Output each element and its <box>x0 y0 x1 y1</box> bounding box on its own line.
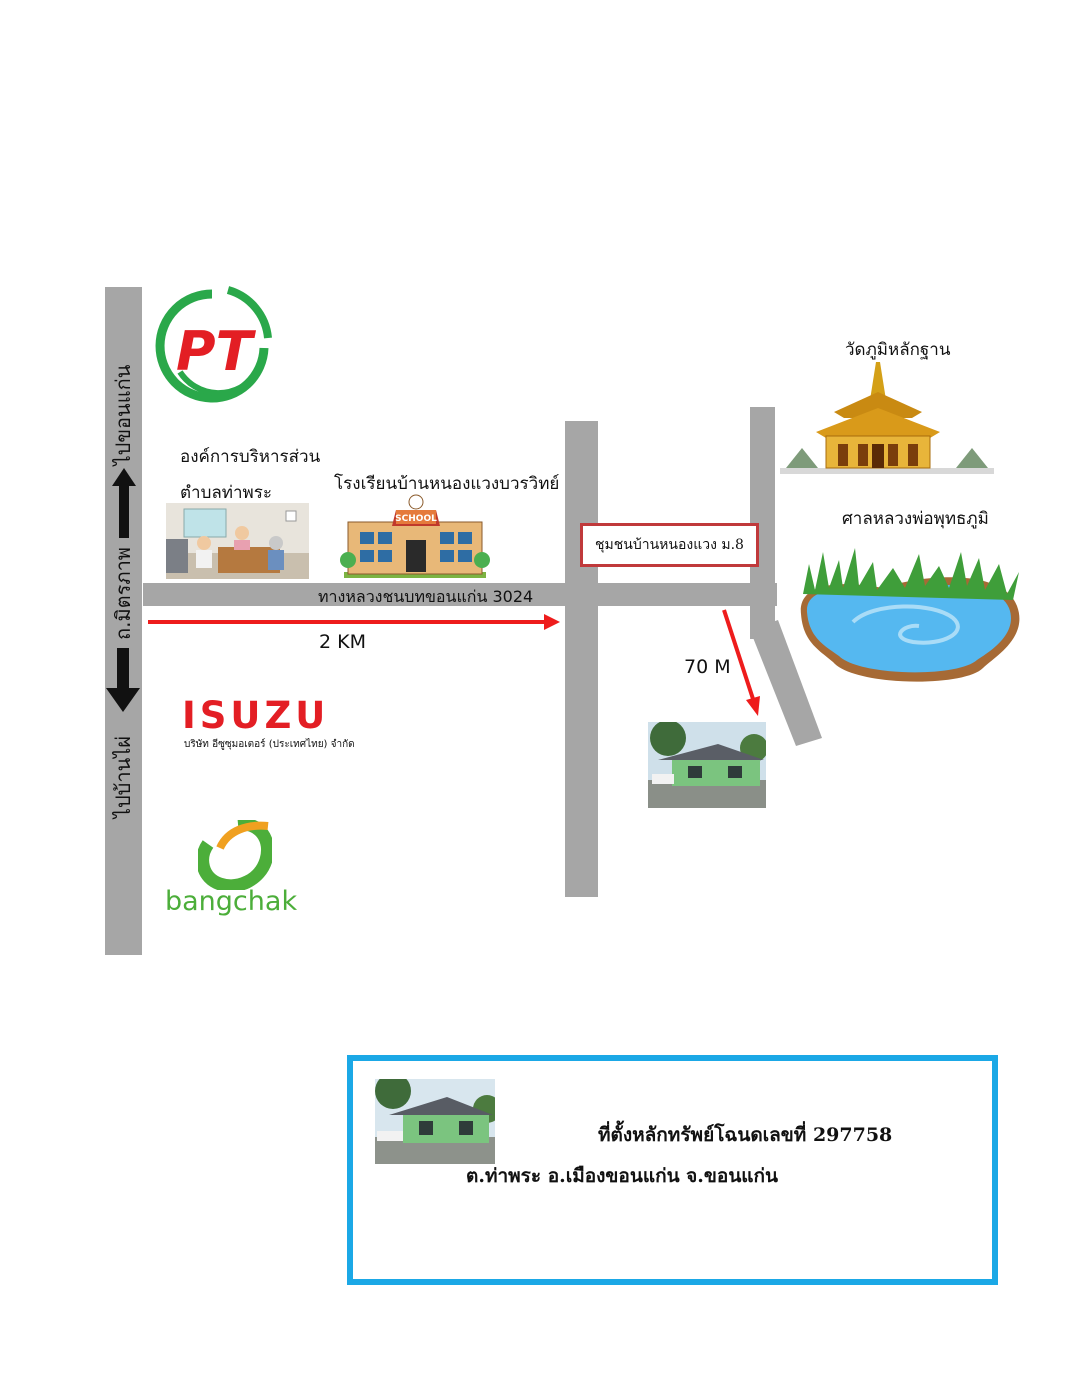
shrine-label: ศาลหลวงพ่อพุทธภูมิ <box>842 509 989 529</box>
temple-label: วัดภูมิหลักฐาน <box>845 340 951 360</box>
road-diagonal <box>750 620 822 746</box>
tao-office-illustration <box>166 503 309 579</box>
pt-logo: PT <box>155 286 272 403</box>
distance-70m-label: 70 M <box>684 656 731 678</box>
road-mittraphap <box>105 287 142 955</box>
road-3024 <box>143 583 777 606</box>
arrow-down-icon <box>106 648 140 712</box>
svg-text:PT: PT <box>176 320 257 383</box>
label-mittraphap-road: ถ.มิตรภาพ <box>111 547 135 640</box>
road-cross-street <box>565 421 598 897</box>
tao-office-label-line2: ตำบลท่าพระ <box>180 483 273 503</box>
property-photo-map <box>648 722 766 808</box>
school-illustration: SCHOOL <box>340 494 490 578</box>
label-to-ban-phai: ไปบ้านไผ่ <box>111 735 135 819</box>
bangchak-logo-text: bangchak <box>165 886 298 917</box>
arrow-up-icon <box>112 468 136 538</box>
bangchak-leaf-icon <box>198 820 272 890</box>
temple-illustration <box>780 362 994 474</box>
isuzu-logo: ISUZU <box>182 694 330 737</box>
svg-text:SCHOOL: SCHOOL <box>395 514 437 524</box>
info-line-address: ต.ท่าพระ อ.เมืองขอนแก่น จ.ขอนแก่น <box>466 1165 779 1187</box>
shrine-pond-illustration <box>800 548 1020 682</box>
school-label: โรงเรียนบ้านหนองแวงบวรวิทย์ <box>334 474 560 494</box>
distance-arrow-2km <box>148 614 560 630</box>
distance-arrow-70m <box>722 609 760 716</box>
community-box: ชุมชนบ้านหนองแวง ม.8 <box>580 523 759 567</box>
info-line-deed-number: ที่ตั้งหลักทรัพย์โฉนดเลขที่ 297758 <box>598 1124 893 1146</box>
distance-2km-label: 2 KM <box>319 631 366 653</box>
tao-office-label-line1: องค์การบริหารส่วน <box>180 447 321 467</box>
community-label: ชุมชนบ้านหนองแวง ม.8 <box>595 537 744 553</box>
property-photo-info <box>375 1079 495 1164</box>
isuzu-company-name: บริษัท อีซูซุมอเตอร์ (ประเทศไทย) จำกัด <box>184 739 355 750</box>
label-to-khon-kaen: ไปขอนแก่น <box>111 364 135 466</box>
road-3024-label: ทางหลวงชนบทขอนแก่น 3024 <box>318 587 534 606</box>
